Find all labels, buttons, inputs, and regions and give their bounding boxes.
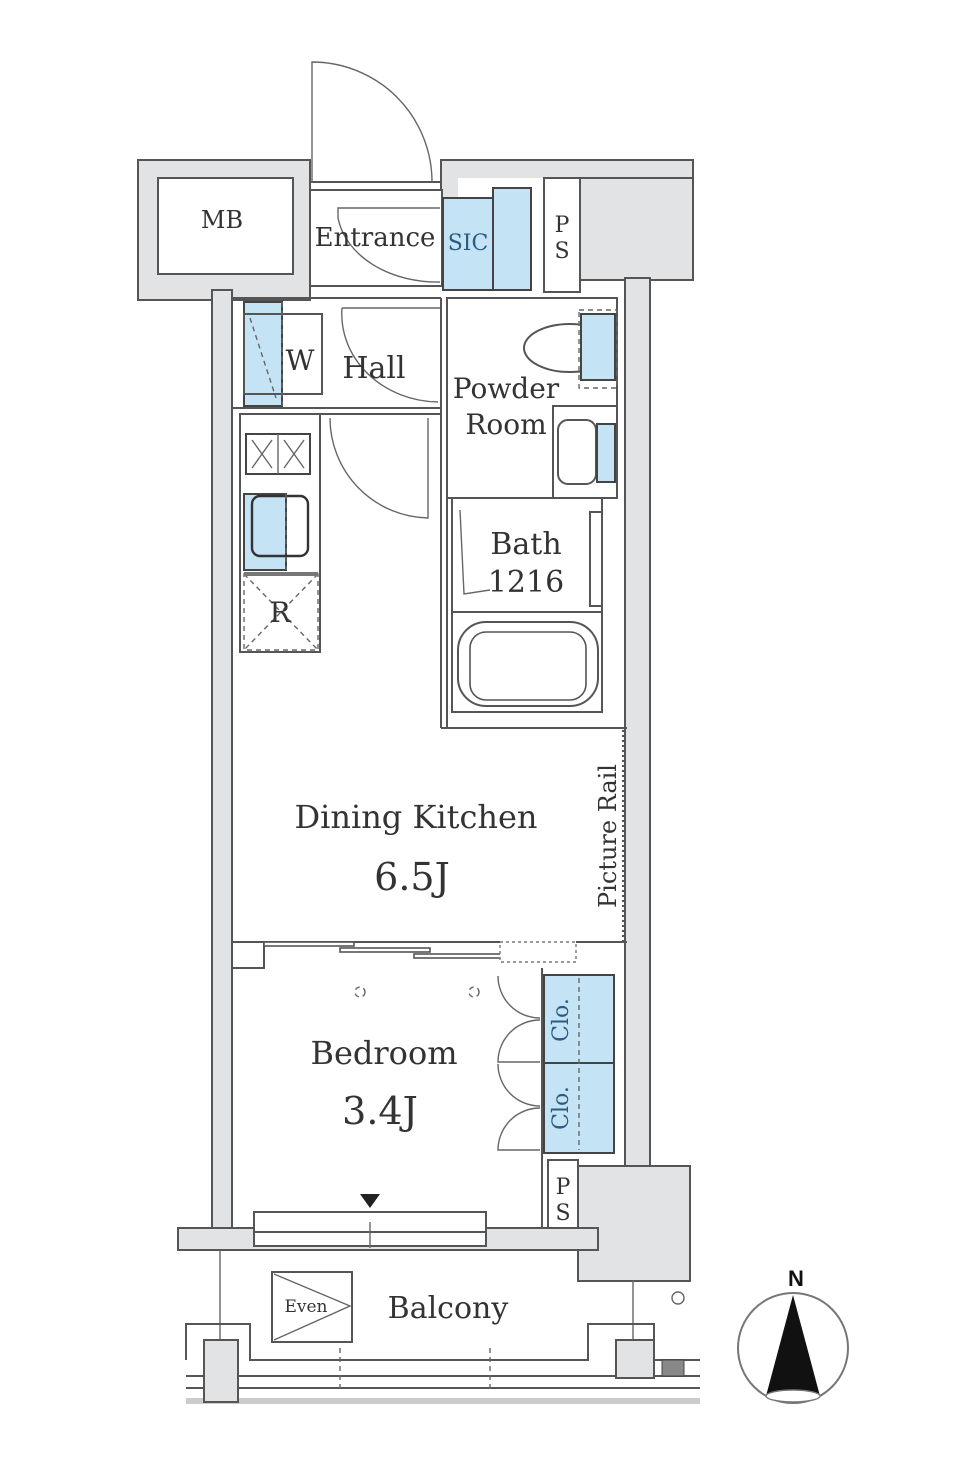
label-ps-bottom-p: P	[556, 1175, 571, 1200]
label-hall: Hall	[342, 351, 405, 386]
label-closet-2: Clo.	[549, 1086, 574, 1130]
label-bath: Bath	[490, 527, 561, 562]
meter-box-block	[137, 159, 311, 301]
left-wall	[211, 289, 233, 1239]
powder-room	[446, 297, 618, 499]
label-refrigerator: R	[269, 596, 291, 629]
label-balcony: Balcony	[388, 1291, 509, 1326]
north-compass-icon	[737, 1292, 849, 1404]
right-wall	[624, 277, 651, 1169]
label-bedroom: Bedroom	[310, 1034, 457, 1072]
label-dining-kitchen-size: 6.5J	[374, 855, 450, 899]
label-washer: W	[286, 344, 315, 377]
label-powder-1: Powder	[453, 372, 560, 405]
label-ps-bottom-s: S	[555, 1201, 570, 1226]
label-powder-2: Room	[465, 408, 546, 441]
shoe-closet	[442, 187, 532, 291]
bathroom	[441, 497, 627, 729]
label-evacuation: Even	[284, 1297, 327, 1317]
label-entrance: Entrance	[315, 223, 436, 253]
balcony-area	[185, 1250, 700, 1404]
label-mb: MB	[201, 206, 243, 234]
bedroom-area	[253, 968, 615, 1248]
kitchen-counter	[239, 413, 321, 653]
label-ps-top-s: S	[554, 239, 569, 264]
compass-north-label: N	[788, 1266, 804, 1291]
window-marker-icon	[360, 1194, 380, 1208]
entrance-area	[309, 61, 443, 287]
label-sic: SIC	[448, 231, 489, 256]
pipe-space-top	[543, 177, 581, 293]
label-bath-size: 1216	[488, 565, 564, 600]
bottom-right-block	[577, 1165, 691, 1282]
label-picture-rail: Picture Rail	[594, 764, 622, 908]
label-bedroom-size: 3.4J	[342, 1089, 418, 1133]
sliding-partition	[231, 941, 627, 969]
label-closet-1: Clo.	[549, 998, 574, 1042]
label-ps-top-p: P	[555, 213, 570, 238]
label-dining-kitchen: Dining Kitchen	[294, 798, 537, 836]
